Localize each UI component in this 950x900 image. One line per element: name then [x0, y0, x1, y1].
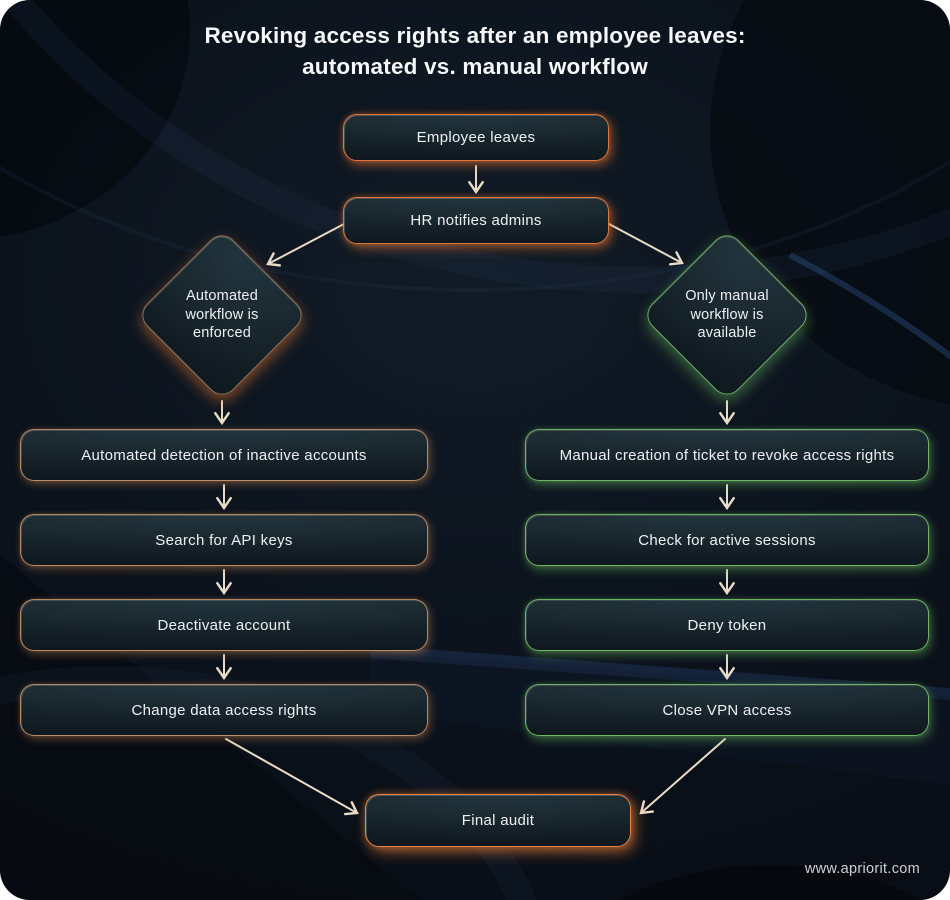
node-change-data-access: Change data access rights	[20, 684, 428, 736]
page-title: Revoking access rights after an employee…	[0, 20, 950, 82]
node-hr-notifies-admins: HR notifies admins	[343, 197, 609, 244]
decision-manual-workflow: Only manual workflow is available	[640, 228, 814, 402]
node-search-api-keys: Search for API keys	[20, 514, 428, 566]
node-check-sessions: Check for active sessions	[525, 514, 929, 566]
node-manual-ticket: Manual creation of ticket to revoke acce…	[525, 429, 929, 481]
node-deactivate-account: Deactivate account	[20, 599, 428, 651]
node-employee-leaves: Employee leaves	[343, 114, 609, 161]
decision-manual-label: Only manual workflow is available	[685, 288, 769, 342]
node-final-audit: Final audit	[365, 794, 631, 847]
decision-automated-label: Automated workflow is enforced	[185, 288, 259, 342]
node-close-vpn: Close VPN access	[525, 684, 929, 736]
node-automated-detection: Automated detection of inactive accounts	[20, 429, 428, 481]
website-url: www.apriorit.com	[804, 861, 920, 877]
decision-automated-workflow: Automated workflow is enforced	[135, 228, 309, 402]
page-title-line2: automated vs. manual workflow	[302, 54, 648, 79]
node-deny-token: Deny token	[525, 599, 929, 651]
page-title-line1: Revoking access rights after an employee…	[204, 23, 746, 48]
